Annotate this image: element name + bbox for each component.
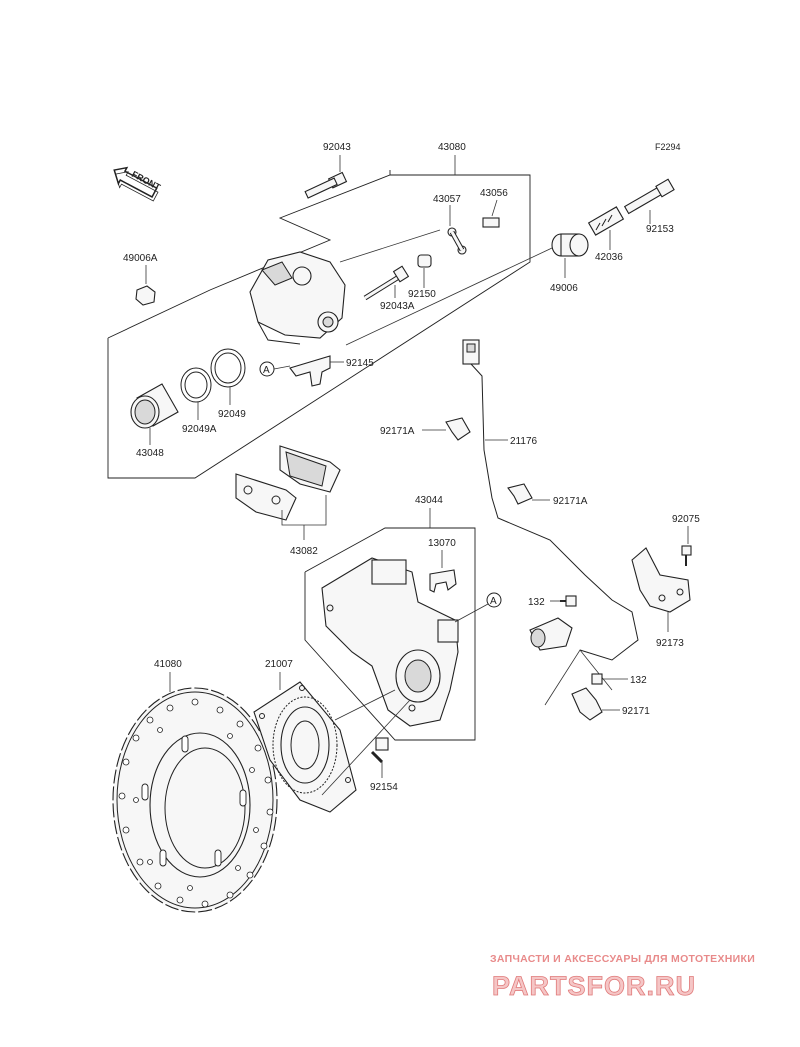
caliper-bracket [321,557,459,727]
label-92171: 92171 [622,706,650,717]
label-92150: 92150 [408,289,436,300]
label-132-2: 132 [630,675,647,686]
svg-text:A: A [490,596,497,607]
label-92049: 92049 [218,409,246,420]
collar-49006 [551,233,589,257]
clamp-92171 [571,687,603,721]
brake-disc-41080 [112,687,278,913]
clamp-92171A-2 [507,483,533,505]
label-92075: 92075 [672,514,700,525]
abs-sensor [529,617,573,651]
bracket-group-outline [304,527,476,741]
seal-92049A [180,367,212,403]
label-92154: 92154 [370,782,398,793]
label-43080: 43080 [438,142,466,153]
piston-43048 [130,383,179,429]
label-42036: 42036 [595,252,623,263]
spring-92145 [289,355,331,387]
label-41080: 41080 [154,659,182,670]
nut-49006A [135,285,156,306]
boot-42036 [587,206,625,236]
bolt-132-2 [591,673,603,685]
label-92049A: 92049A [182,424,217,435]
label-43048: 43048 [136,448,164,459]
bolt-92075 [681,545,692,566]
label-43044: 43044 [415,495,443,506]
sensor-wire-21176 [470,363,639,661]
label-132-1: 132 [528,597,545,608]
callout-a-2: A [486,592,502,608]
bleeder-43057 [447,227,467,255]
label-43082: 43082 [290,546,318,557]
seal-92049 [210,348,246,388]
label-21176: 21176 [510,436,538,447]
label-92043: 92043 [323,142,351,153]
label-13070: 13070 [428,538,456,549]
brake-pad-front [279,445,341,493]
bolt-92154 [370,737,389,764]
label-92171A-1: 92171A [380,426,415,437]
label-49006: 49006 [550,283,578,294]
label-92145: 92145 [346,358,374,369]
label-43056: 43056 [480,188,508,199]
abs-rotor-21007 [253,681,357,813]
diagram-code: F2294 [655,142,681,152]
label-21007: 21007 [265,659,293,670]
svg-text:A: A [263,365,270,376]
label-92043A: 92043A [380,301,415,312]
sensor-bracket-92173 [631,547,691,613]
label-43057: 43057 [433,194,461,205]
bleeder-screw-43056 [482,217,500,228]
bolt-92043 [304,171,348,199]
label-92153: 92153 [646,224,674,235]
callout-a-1: A [259,361,275,377]
guide-13070 [429,569,457,593]
label-92171A-2: 92171A [553,496,588,507]
label-92173: 92173 [656,638,684,649]
watermark-logo: PARTSFOR.RU [492,971,696,1001]
front-arrow-icon [113,166,159,202]
watermark-tagline: ЗАПЧАСТИ И АКСЕССУАРЫ ДЛЯ МОТОТЕХНИКИ [490,953,755,965]
caliper-body [249,251,346,345]
bolt-92153 [623,178,675,215]
clamp-92171A-1 [445,417,471,441]
label-49006A: 49006A [123,253,158,264]
pin-92043A [363,265,410,301]
brake-pad-rear [235,473,297,521]
cap-92150 [417,254,432,268]
sensor-connector [462,339,480,365]
